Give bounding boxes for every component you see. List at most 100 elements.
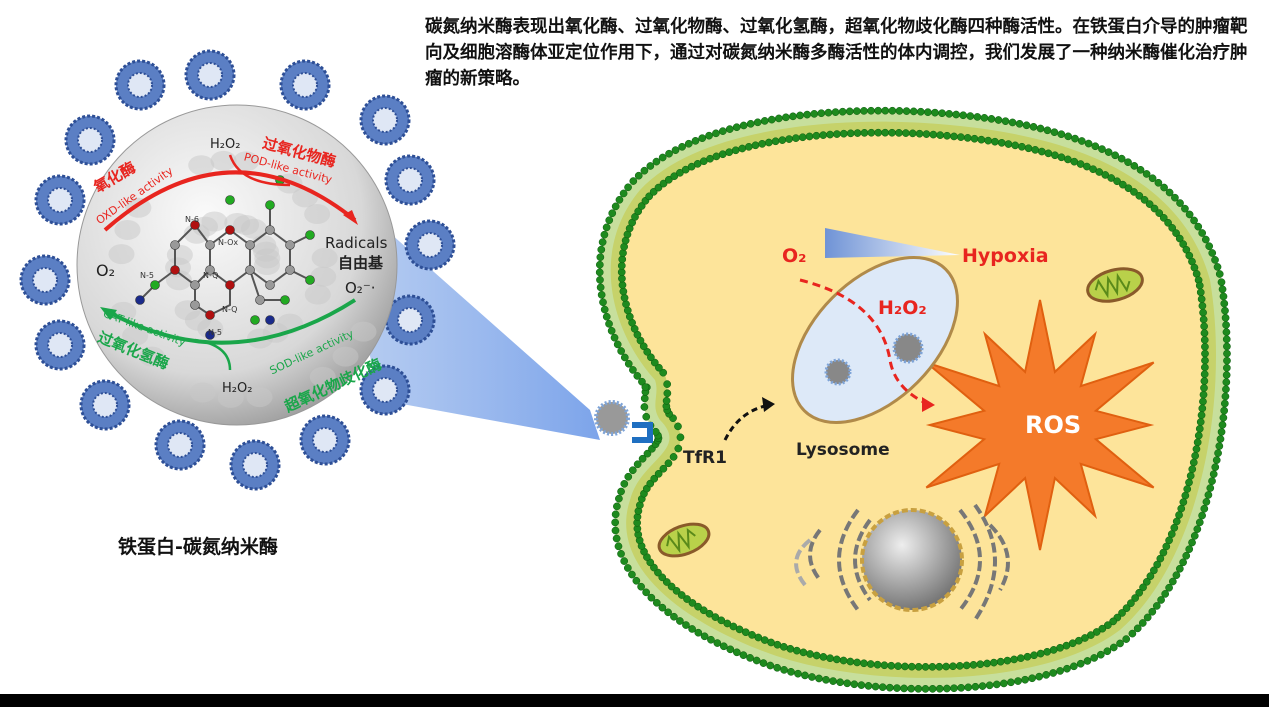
lipid-head bbox=[637, 582, 645, 591]
ros-burst bbox=[925, 299, 1155, 551]
lipid-head bbox=[1148, 174, 1157, 183]
pore bbox=[304, 204, 331, 225]
lipid-head bbox=[852, 107, 861, 115]
lipid-head bbox=[1175, 564, 1184, 573]
cell-membrane bbox=[599, 110, 1227, 689]
pore bbox=[197, 318, 224, 339]
lipid-head bbox=[1191, 451, 1200, 460]
lipid-head bbox=[1195, 281, 1204, 290]
lysosome-nanozyme bbox=[892, 332, 924, 364]
lipid-head bbox=[1222, 371, 1231, 379]
lipid-head bbox=[665, 149, 673, 158]
arrowhead-red bbox=[922, 397, 935, 412]
lipid-head bbox=[1124, 184, 1133, 193]
pore bbox=[125, 197, 152, 218]
lipid-head bbox=[1219, 413, 1228, 422]
oxd-pod-arrow bbox=[103, 170, 357, 232]
lipid-head bbox=[1212, 456, 1221, 464]
nanozyme-particle bbox=[594, 400, 630, 436]
lipid-head bbox=[1131, 594, 1139, 602]
lipid-head bbox=[942, 662, 950, 671]
lipid-head bbox=[620, 557, 629, 565]
lipid-head bbox=[1116, 639, 1124, 648]
lipid-head bbox=[957, 683, 966, 692]
lipid-head bbox=[1223, 349, 1231, 358]
lipid-head bbox=[678, 142, 686, 151]
lipid-head bbox=[1201, 356, 1209, 365]
lipid-head bbox=[766, 661, 775, 670]
lipid-head bbox=[787, 668, 795, 676]
lipid-head bbox=[718, 127, 727, 135]
lipid-head bbox=[962, 661, 971, 670]
radicals-label: Radicals bbox=[325, 234, 388, 252]
lipid-head bbox=[662, 396, 671, 405]
ferritin-shell bbox=[114, 59, 166, 111]
lipid-head bbox=[1165, 583, 1173, 592]
lipid-head bbox=[964, 683, 973, 692]
lipid-head bbox=[659, 368, 668, 377]
lipid-head bbox=[867, 106, 875, 115]
lipid-head bbox=[1217, 428, 1226, 436]
lipid-head bbox=[1023, 652, 1032, 661]
lipid-head bbox=[664, 608, 672, 617]
lipid-head bbox=[652, 598, 661, 607]
lipid-head bbox=[1096, 650, 1105, 659]
lipid-head bbox=[1194, 222, 1203, 231]
lipid-head bbox=[707, 635, 715, 644]
lipid-head bbox=[617, 261, 626, 270]
o2-gradient-wedge bbox=[825, 228, 960, 258]
lipid-head bbox=[1181, 491, 1190, 500]
lipid-head bbox=[1200, 377, 1209, 385]
ferritin-shell bbox=[19, 254, 71, 306]
lipid-head bbox=[637, 202, 646, 210]
pore bbox=[189, 382, 216, 403]
lipid-head bbox=[669, 453, 678, 461]
lipid-head bbox=[1122, 635, 1131, 643]
lipid-head bbox=[1223, 342, 1231, 351]
pore bbox=[310, 266, 337, 287]
lipid-head bbox=[1179, 498, 1188, 506]
lipid-head bbox=[850, 680, 859, 689]
lipid-head bbox=[916, 107, 925, 116]
lipid-head bbox=[1201, 349, 1209, 358]
lipid-head bbox=[1130, 188, 1138, 196]
ferritin-shell bbox=[229, 439, 281, 491]
lipid-head bbox=[922, 130, 931, 138]
lipid-head bbox=[1172, 571, 1181, 580]
atom bbox=[285, 265, 295, 275]
n-label: N-Q bbox=[203, 271, 218, 280]
lipid-head bbox=[1221, 313, 1230, 322]
pore bbox=[108, 244, 135, 265]
lipid-head bbox=[1172, 229, 1180, 237]
lipid-head bbox=[950, 684, 958, 693]
lipid-head bbox=[649, 187, 658, 196]
lipid-head bbox=[688, 625, 696, 633]
lipid-head bbox=[832, 655, 841, 664]
lipid-head bbox=[991, 137, 999, 146]
lipid-head bbox=[1159, 214, 1168, 222]
lipid-head bbox=[676, 617, 684, 625]
lysosome-nanozyme bbox=[824, 358, 852, 386]
lipid-head bbox=[1051, 151, 1059, 160]
atom bbox=[265, 315, 275, 325]
bottom-bar bbox=[0, 694, 1269, 707]
lipid-head bbox=[1109, 617, 1117, 626]
lipid-head bbox=[792, 134, 800, 142]
lipid-head bbox=[1222, 385, 1230, 394]
lipid-head bbox=[634, 171, 643, 180]
lipid-head bbox=[799, 648, 808, 657]
radicals-cn-label: 自由基 bbox=[338, 254, 384, 272]
lipid-head bbox=[711, 613, 720, 621]
lipid-head bbox=[1133, 624, 1142, 633]
lipid-head bbox=[1211, 256, 1219, 264]
lipid-head bbox=[1057, 153, 1066, 162]
lipid-head bbox=[1202, 498, 1211, 506]
lipid-head bbox=[959, 111, 968, 120]
lipid-head bbox=[773, 663, 782, 672]
lipid-head bbox=[694, 602, 702, 611]
lipid-head bbox=[1124, 158, 1132, 167]
lipid-head bbox=[739, 121, 748, 130]
lipid-head bbox=[611, 510, 620, 519]
lipid-head bbox=[1197, 295, 1206, 303]
lipid-head bbox=[1200, 329, 1209, 337]
